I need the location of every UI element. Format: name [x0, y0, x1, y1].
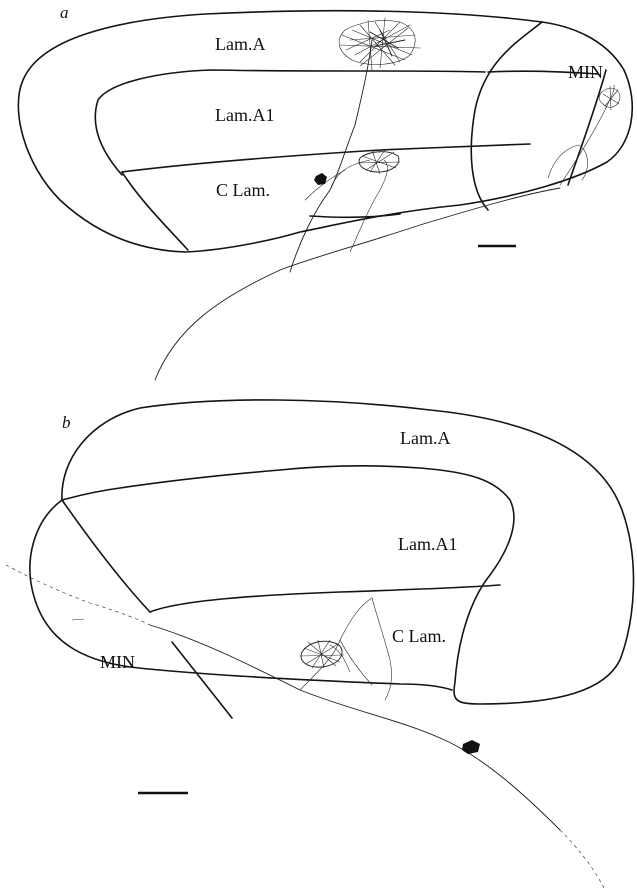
panel-a-terminal-arbor-lamA: [338, 17, 421, 71]
panel-a-axon-branch2: [349, 159, 388, 253]
panel-a-lamA1-bottom: [121, 143, 531, 173]
panel-a-lamA-boundary: [487, 70, 599, 75]
panel-a-inner-outline: [470, 21, 543, 211]
panel-a-axon-branch5: [547, 144, 588, 181]
panel-b-axon-branch2: [339, 597, 392, 701]
panel-a-label-lamA1: Lam.A1: [215, 105, 274, 125]
panel-a-label-min: MIN: [568, 62, 603, 82]
panel-b-axon-main: [149, 624, 561, 831]
panel-a-terminal-arbor-clam: [357, 149, 401, 175]
panel-b-label: b: [62, 413, 71, 432]
panel-b-small-fragment: [71, 618, 85, 621]
panel-b-label-clam: C Lam.: [392, 626, 446, 646]
panel-b-soma-marker: [462, 740, 480, 754]
panel-b-outer-outline: [61, 399, 635, 705]
panel-b-diagonal-boundary: [61, 499, 151, 613]
panel-b-label-min: MIN: [100, 652, 135, 672]
panel-b-left-outline: [29, 499, 453, 691]
panel-a-label: a: [60, 3, 69, 22]
panel-a-lamA1-top: [94, 69, 486, 176]
panel-b-label-lamA: Lam.A: [400, 428, 450, 448]
panel-b-axon-branch3: [329, 644, 351, 673]
panel-a: a: [17, 3, 634, 381]
panel-a-axon-main: [154, 187, 561, 381]
panel-a-axon-branch4: [559, 84, 615, 186]
panel-b-label-lamA1: Lam.A1: [398, 534, 457, 554]
panel-b-axon-exit: [559, 829, 606, 891]
panel-a-min-boundary: [567, 69, 607, 186]
panel-b: b Lam.A Lam.A1 C Lam. MIN: [5, 399, 635, 891]
panel-b-lamA1-bottom: [149, 584, 501, 613]
panel-a-outer-outline: [17, 9, 634, 253]
panel-a-label-lamA: Lam.A: [215, 34, 265, 54]
panel-a-clam-lower-boundary: [309, 213, 401, 219]
panel-b-terminal-arbor: [299, 639, 345, 669]
panel-b-axon-entry: [5, 564, 151, 626]
panel-a-terminal-arbor-min: [598, 85, 621, 111]
panel-a-label-clam: C Lam.: [216, 180, 270, 200]
panel-a-axon-branch1: [289, 39, 373, 273]
panel-a-soma-marker: [314, 173, 327, 185]
panel-a-clam-bottom: [121, 171, 189, 251]
panel-b-min-boundary: [171, 641, 233, 719]
